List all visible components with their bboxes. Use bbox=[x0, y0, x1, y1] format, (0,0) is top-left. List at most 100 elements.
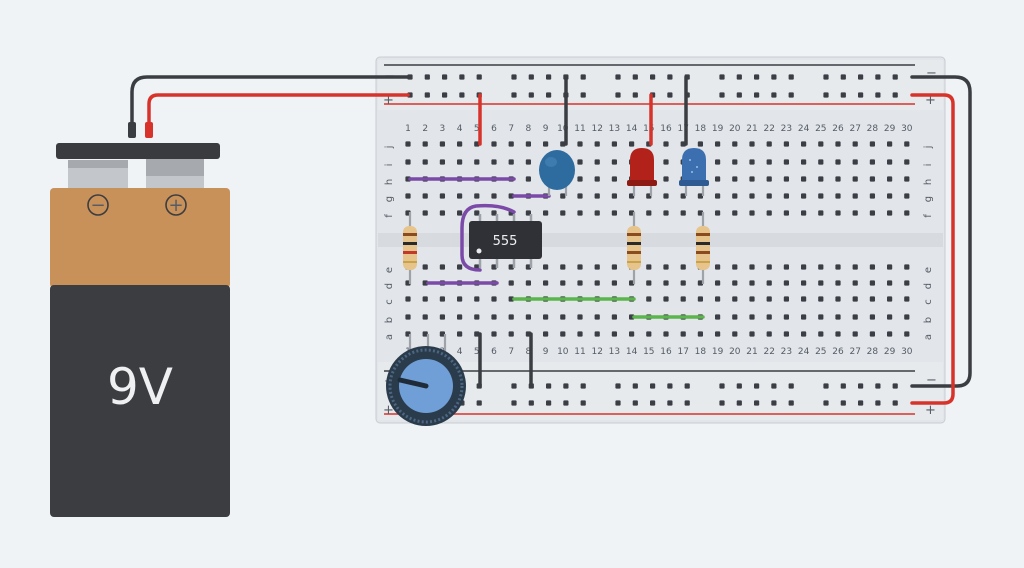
blue-led[interactable] bbox=[679, 148, 709, 196]
rail-hole-3-9[interactable] bbox=[580, 400, 586, 406]
hole-b29[interactable] bbox=[887, 314, 893, 320]
hole-e27[interactable] bbox=[852, 264, 858, 270]
hole-h23[interactable] bbox=[783, 176, 789, 182]
wires[interactable] bbox=[128, 75, 972, 405]
rail-hole-2-9[interactable] bbox=[580, 383, 586, 389]
hole-g23[interactable] bbox=[783, 193, 789, 199]
hole-e30[interactable] bbox=[904, 264, 910, 270]
rail-hole-3-21[interactable] bbox=[840, 400, 846, 406]
hole-a10[interactable] bbox=[560, 331, 566, 337]
hole-d18[interactable] bbox=[697, 280, 703, 286]
rail-hole-2-20[interactable] bbox=[823, 383, 829, 389]
hole-b21[interactable] bbox=[749, 314, 755, 320]
hole-g22[interactable] bbox=[766, 193, 772, 199]
battery-red-lead-wire[interactable] bbox=[147, 93, 410, 134]
hole-g19[interactable] bbox=[715, 193, 721, 199]
hole-a2[interactable] bbox=[422, 331, 428, 337]
hole-c5[interactable] bbox=[474, 296, 480, 302]
rail-hole-2-12[interactable] bbox=[650, 383, 656, 389]
hole-d10[interactable] bbox=[560, 280, 566, 286]
hole-a18[interactable] bbox=[697, 331, 703, 337]
rail-hole-1-22[interactable] bbox=[858, 92, 864, 98]
hole-e2[interactable] bbox=[422, 264, 428, 270]
rail-hole-2-8[interactable] bbox=[563, 383, 569, 389]
hole-b4[interactable] bbox=[457, 314, 463, 320]
rail-hole-0-18[interactable] bbox=[771, 74, 777, 80]
hole-d27[interactable] bbox=[852, 280, 858, 286]
hole-h22[interactable] bbox=[766, 176, 772, 182]
hole-e4[interactable] bbox=[457, 264, 463, 270]
hole-d20[interactable] bbox=[732, 280, 738, 286]
hole-f21[interactable] bbox=[749, 210, 755, 216]
hole-d29[interactable] bbox=[887, 280, 893, 286]
hole-e25[interactable] bbox=[818, 264, 824, 270]
hole-e8[interactable] bbox=[525, 264, 531, 270]
blue-led-body[interactable] bbox=[682, 148, 706, 182]
hole-a12[interactable] bbox=[594, 331, 600, 337]
rail-hole-3-4[interactable] bbox=[476, 400, 482, 406]
rail-hole-0-21[interactable] bbox=[840, 74, 846, 80]
hole-g20[interactable] bbox=[732, 193, 738, 199]
rail-hole-1-16[interactable] bbox=[736, 92, 742, 98]
hole-a7[interactable] bbox=[508, 331, 514, 337]
hole-a3[interactable] bbox=[439, 331, 445, 337]
rail-hole-0-10[interactable] bbox=[615, 74, 621, 80]
hole-g3[interactable] bbox=[439, 193, 445, 199]
resistor-left-body[interactable] bbox=[403, 226, 417, 270]
hole-j7[interactable] bbox=[508, 141, 514, 147]
hole-b30[interactable] bbox=[904, 314, 910, 320]
hole-i7[interactable] bbox=[508, 159, 514, 165]
hole-g7[interactable] bbox=[508, 193, 514, 199]
hole-i24[interactable] bbox=[801, 159, 807, 165]
hole-b5[interactable] bbox=[474, 314, 480, 320]
hole-g4[interactable] bbox=[457, 193, 463, 199]
hole-b10[interactable] bbox=[560, 314, 566, 320]
hole-e28[interactable] bbox=[869, 264, 875, 270]
hole-c29[interactable] bbox=[887, 296, 893, 302]
red-led-body[interactable] bbox=[630, 148, 654, 182]
hole-i28[interactable] bbox=[869, 159, 875, 165]
rail-hole-2-23[interactable] bbox=[875, 383, 881, 389]
hole-h21[interactable] bbox=[749, 176, 755, 182]
hole-h27[interactable] bbox=[852, 176, 858, 182]
hole-f27[interactable] bbox=[852, 210, 858, 216]
hole-h19[interactable] bbox=[715, 176, 721, 182]
hole-b3[interactable] bbox=[439, 314, 445, 320]
right-ground-bridge-wire[interactable] bbox=[910, 75, 972, 388]
hole-f24[interactable] bbox=[801, 210, 807, 216]
rail-hole-0-3[interactable] bbox=[459, 74, 465, 80]
rail-hole-2-10[interactable] bbox=[615, 383, 621, 389]
hole-c4[interactable] bbox=[457, 296, 463, 302]
hole-d30[interactable] bbox=[904, 280, 910, 286]
hole-j11[interactable] bbox=[577, 141, 583, 147]
rail-hole-0-7[interactable] bbox=[546, 74, 552, 80]
rail-hole-2-5[interactable] bbox=[511, 383, 517, 389]
hole-a30[interactable] bbox=[904, 331, 910, 337]
hole-c24[interactable] bbox=[801, 296, 807, 302]
hole-j1[interactable] bbox=[405, 141, 411, 147]
hole-h20[interactable] bbox=[732, 176, 738, 182]
rail-hole-3-12[interactable] bbox=[650, 400, 656, 406]
battery-black-lead-wire[interactable] bbox=[130, 75, 410, 134]
rail-hole-0-16[interactable] bbox=[736, 74, 742, 80]
resistors[interactable] bbox=[403, 212, 710, 284]
hole-f15[interactable] bbox=[646, 210, 652, 216]
hole-j9[interactable] bbox=[543, 141, 549, 147]
hole-j23[interactable] bbox=[783, 141, 789, 147]
resistor-middle[interactable] bbox=[627, 212, 641, 284]
hole-e26[interactable] bbox=[835, 264, 841, 270]
hole-j2[interactable] bbox=[422, 141, 428, 147]
rail-hole-0-17[interactable] bbox=[754, 74, 760, 80]
rail-hole-0-9[interactable] bbox=[580, 74, 586, 80]
hole-i12[interactable] bbox=[594, 159, 600, 165]
hole-g2[interactable] bbox=[422, 193, 428, 199]
hole-b28[interactable] bbox=[869, 314, 875, 320]
hole-a11[interactable] bbox=[577, 331, 583, 337]
rail-hole-1-21[interactable] bbox=[840, 92, 846, 98]
hole-c18[interactable] bbox=[697, 296, 703, 302]
hole-i2[interactable] bbox=[422, 159, 428, 165]
rail-hole-0-12[interactable] bbox=[650, 74, 656, 80]
rail-hole-3-20[interactable] bbox=[823, 400, 829, 406]
rail-hole-0-20[interactable] bbox=[823, 74, 829, 80]
hole-h16[interactable] bbox=[663, 176, 669, 182]
